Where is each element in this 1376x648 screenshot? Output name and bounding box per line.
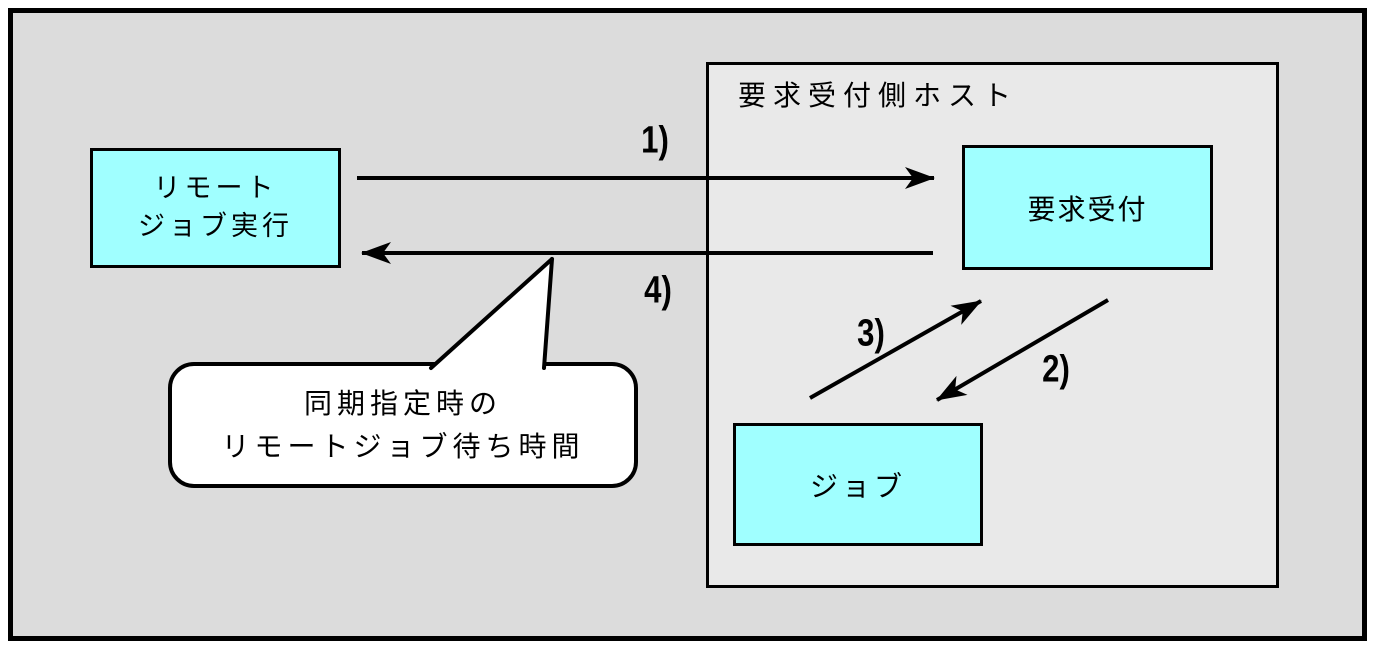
callout-bubble: 同期指定時の リモートジョブ待ち時間 <box>168 362 638 488</box>
remote-job-label-line2: ジョブ実行 <box>138 211 293 242</box>
arrow-1-label: 1) <box>641 119 669 162</box>
job-label: ジョブ <box>809 469 906 503</box>
arrow-2-label: 2) <box>1042 348 1070 391</box>
arrow-4-label: 4) <box>644 269 672 312</box>
host-box-label: 要求受付側ホスト <box>738 79 1019 112</box>
job-box: ジョブ <box>733 423 983 546</box>
remote-job-label-line1: リモート <box>153 173 278 204</box>
callout-line1: 同期指定時の <box>303 387 502 420</box>
remote-job-box: リモート ジョブ実行 <box>90 148 341 268</box>
callout-line2: リモートジョブ待ち時間 <box>221 430 585 463</box>
request-reception-label: 要求受付 <box>1027 192 1148 226</box>
arrow-3-label: 3) <box>857 312 885 355</box>
request-reception-box: 要求受付 <box>962 145 1213 270</box>
